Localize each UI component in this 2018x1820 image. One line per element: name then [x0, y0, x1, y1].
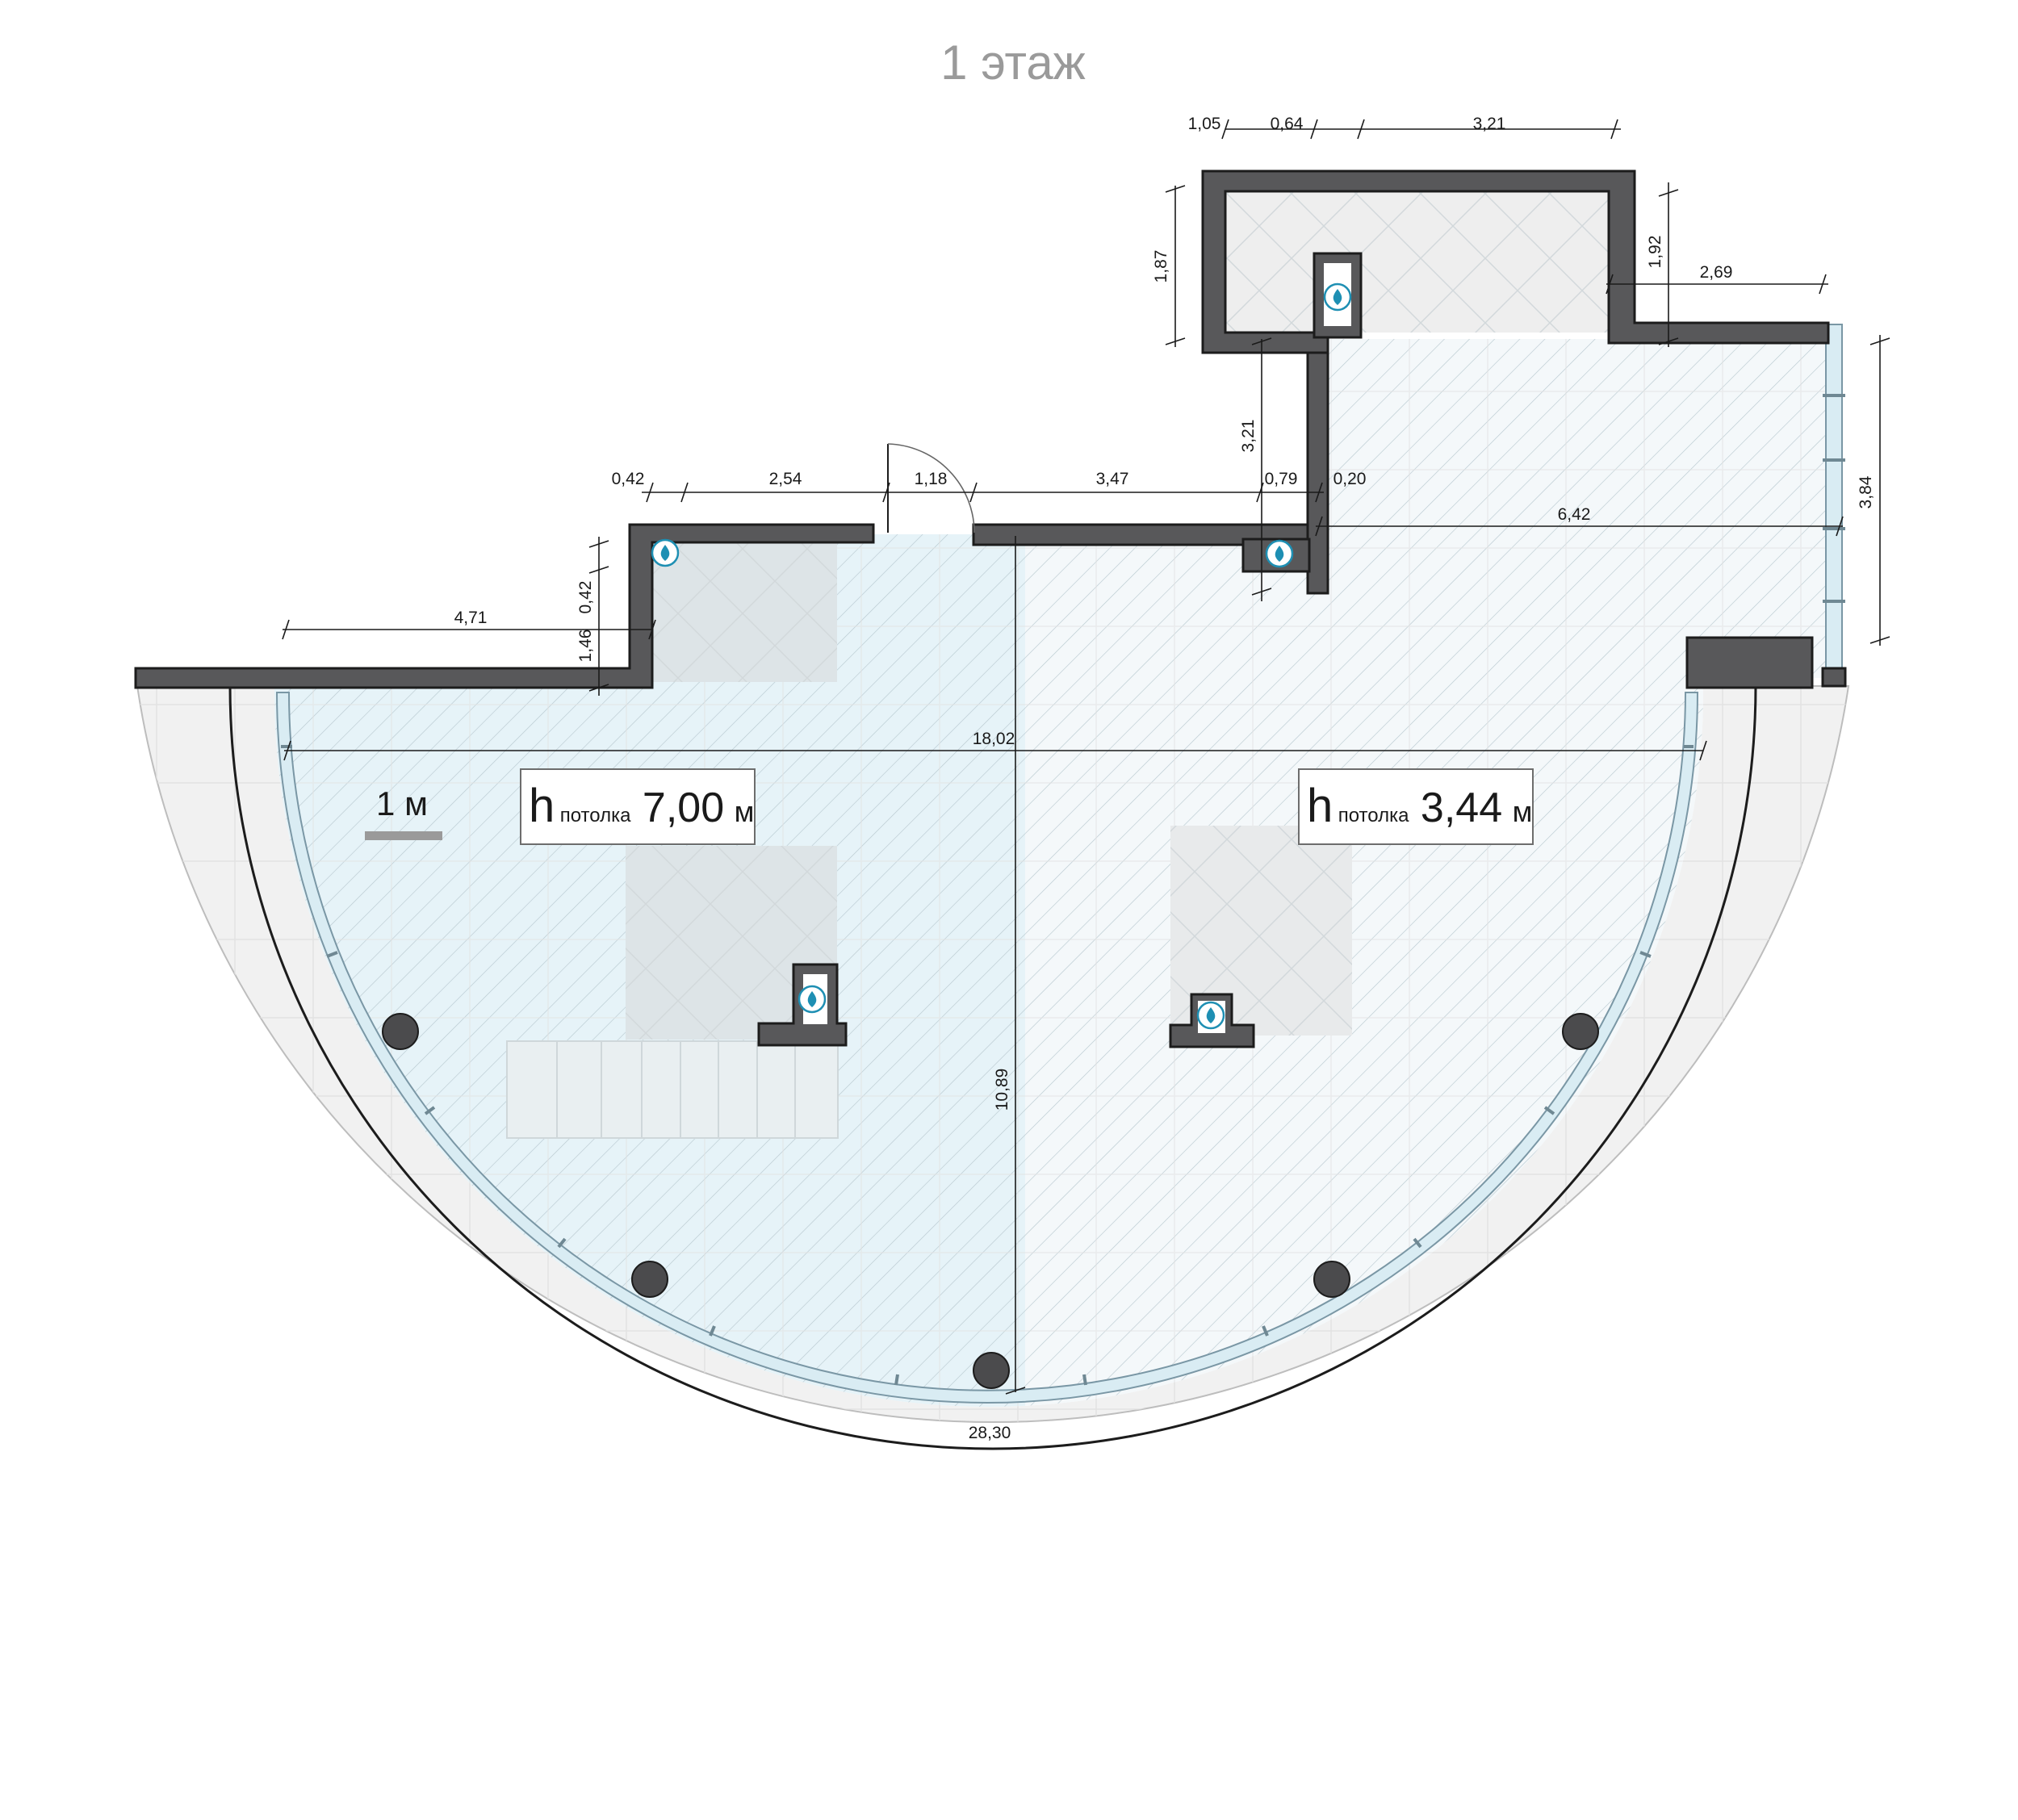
ceiling-height-label-right: h потолка 3,44 м — [1298, 768, 1534, 845]
ceiling-sub: потолка — [1338, 805, 1409, 826]
dim-1-18: 1,18 — [915, 470, 948, 488]
ceiling-h: h — [1307, 780, 1333, 832]
ceiling-unit: м — [735, 795, 755, 828]
dim-0-79: 0,79 — [1265, 470, 1298, 488]
dim-3-21-vertical: 3,21 — [1239, 420, 1258, 453]
curved-glazing — [275, 692, 1699, 1404]
dim-3-84: 3,84 — [1857, 475, 1875, 508]
ceiling-unit: м — [1513, 795, 1533, 828]
dim-4-71: 4,71 — [454, 609, 488, 627]
column-icon — [382, 1013, 419, 1050]
dim-6-42: 6,42 — [1558, 505, 1591, 524]
dim-1-05: 1,05 — [1188, 115, 1221, 133]
ceiling-value: 7,00 — [643, 784, 724, 831]
staircase-steps — [506, 1040, 839, 1139]
column-icon — [973, 1352, 1010, 1389]
svg-text:h потолка 3,44: h потолка 3,44 м — [1307, 780, 1532, 832]
column-icon — [631, 1261, 668, 1298]
water-supply-icon — [651, 538, 680, 567]
dim-0-64: 0,64 — [1271, 115, 1304, 133]
glazing-mullions — [281, 745, 1694, 1386]
dimension-lines — [282, 119, 1890, 1395]
dim-2-69: 2,69 — [1700, 263, 1733, 282]
walls — [134, 169, 1847, 689]
entrance-door[interactable] — [887, 443, 975, 533]
scale-label: 1 м — [376, 784, 428, 822]
dim-10-89: 10,89 — [993, 1069, 1011, 1111]
terrace-edge-line — [228, 685, 1757, 1450]
dim-1-46: 1,46 — [576, 630, 595, 663]
ceiling-height-label-left: h потолка 7,00 м — [520, 768, 756, 845]
dimension-labels: 1,05 0,64 3,21 1,87 1,92 2,69 3,84 3,21 … — [454, 115, 1875, 1442]
dim-28-30: 28,30 — [969, 1424, 1011, 1442]
interior-floor — [274, 187, 1840, 1407]
dim-1-87: 1,87 — [1152, 250, 1170, 283]
columns — [382, 1013, 1599, 1389]
dim-1-92: 1,92 — [1646, 236, 1664, 269]
dim-0-20: 0,20 — [1333, 470, 1367, 488]
side-window — [1823, 324, 1845, 679]
dim-0-42-vertical: 0,42 — [576, 581, 595, 614]
water-supply-icon — [1196, 1001, 1225, 1030]
ceiling-value: 3,44 — [1421, 784, 1502, 831]
scale-bar: 1 м — [365, 784, 442, 840]
dim-3-47: 3,47 — [1096, 470, 1129, 488]
dim-18-02: 18,02 — [973, 730, 1015, 748]
water-supply-icon — [1265, 539, 1294, 568]
svg-text:h потолка 7,00: h потолка 7,00 м — [529, 780, 754, 832]
dim-2-54: 2,54 — [769, 470, 802, 488]
column-icon — [1313, 1261, 1350, 1298]
floor-title: 1 этаж — [940, 36, 1086, 90]
water-supply-icon — [1323, 282, 1352, 312]
ceiling-sub: потолка — [560, 805, 631, 826]
column-icon — [1562, 1013, 1599, 1050]
dim-0-42-top: 0,42 — [612, 470, 645, 488]
ceiling-h: h — [529, 780, 555, 832]
water-supply-icon — [798, 985, 827, 1014]
dim-3-21-top: 3,21 — [1473, 115, 1506, 133]
